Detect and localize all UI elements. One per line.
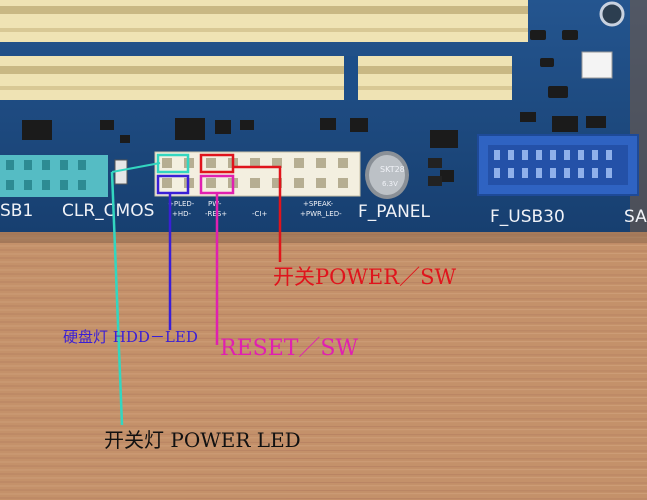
power-sw-highlight-box [199, 153, 235, 174]
cap-brand-text: SKT28 [380, 165, 405, 174]
silk-speak: +SPEAK- [303, 200, 334, 208]
board-edge-shadow [0, 229, 647, 243]
cap-value-text: 6.3V [382, 180, 398, 188]
silk-pw: PW- [208, 200, 222, 208]
f1-component [428, 158, 442, 168]
pci-slots [0, 0, 528, 100]
silk-pwr-led: +PWR_LED- [300, 210, 342, 218]
usb-header-left [0, 155, 108, 197]
mount-hole [599, 1, 625, 27]
silk-sata-partial: SA [624, 207, 647, 227]
silk-pled: +PLED- [168, 200, 195, 208]
f2-component [428, 176, 442, 186]
capacitor: SKT28 6.3V [365, 151, 409, 199]
power-led-leader-link [111, 162, 161, 173]
reset-sw-annotation: RESET／SW [220, 336, 359, 361]
silk-ci: -CI+ [252, 210, 267, 218]
power-sw-annotation: 开关POWER／SW [273, 265, 457, 289]
board-right-shadow [630, 0, 647, 232]
silk-usb-label: SB1 [0, 201, 33, 221]
power-led-leader-line [110, 171, 124, 426]
silk-f-panel: F_PANEL [358, 202, 431, 222]
hdd-led-annotation: 硬盘灯 HDD－LED [63, 328, 198, 346]
power-sw-leader-line [233, 165, 282, 262]
silk-clr-cmos: CLR_CMOS [62, 201, 154, 221]
smd-components [22, 30, 606, 182]
table-surface [0, 225, 647, 500]
silk-hd: +HD- [172, 210, 192, 218]
f-panel-header [154, 151, 361, 197]
power-led-annotation: 开关灯 POWER LED [104, 428, 301, 452]
usb30-header [477, 134, 639, 196]
fan-connector [581, 51, 613, 79]
silk-f-usb30: F_USB30 [490, 207, 565, 227]
hdd-led-highlight-box [156, 174, 190, 195]
